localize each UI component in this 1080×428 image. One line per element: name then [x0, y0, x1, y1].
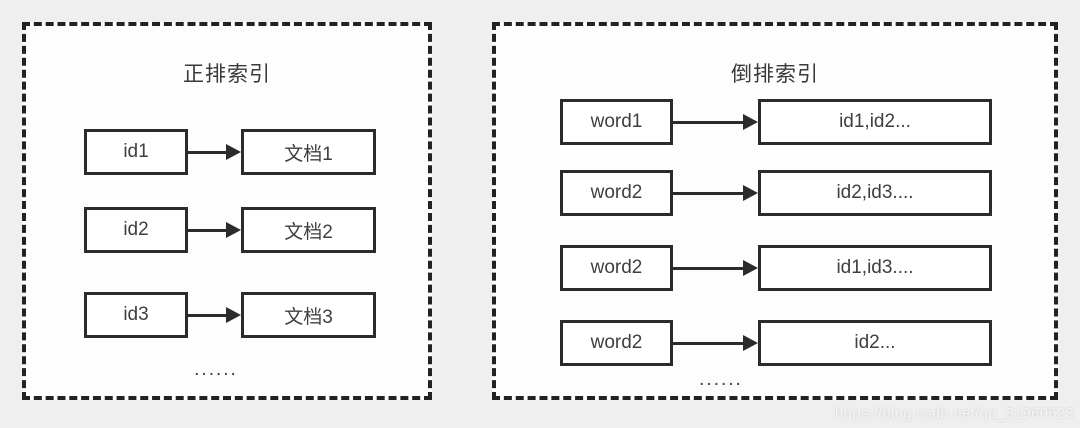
arrow-head	[743, 185, 758, 201]
forward-index-panel: 正排索引 id1 文档1 id2 文档2 id3 文档3 ......	[22, 22, 432, 400]
id-list-node: id1,id2...	[758, 99, 992, 145]
arrow-right-icon	[188, 307, 241, 323]
doc-node: 文档3	[241, 292, 376, 338]
arrow-head	[226, 144, 241, 160]
word-node: word2	[560, 170, 673, 216]
more-rows-ellipsis: ......	[699, 369, 743, 390]
arrow-head	[743, 114, 758, 130]
id-list-node: id1,id3....	[758, 245, 992, 291]
word-node: word1	[560, 99, 673, 145]
arrow-shaft	[673, 191, 743, 195]
id-list-node: id2...	[758, 320, 992, 366]
arrow-head	[743, 335, 758, 351]
arrow-shaft	[673, 266, 743, 270]
arrow-head	[743, 260, 758, 276]
mapping-row: word1 id1,id2...	[560, 99, 992, 145]
watermark-url: https://blog.csdn.net/qq_31960623	[834, 406, 1074, 422]
id-list-node: id2,id3....	[758, 170, 992, 216]
inverted-index-title: 倒排索引	[731, 63, 819, 86]
arrow-shaft	[188, 150, 226, 154]
mapping-row: word2 id2...	[560, 320, 992, 366]
id-node: id1	[84, 129, 188, 175]
doc-node: 文档2	[241, 207, 376, 253]
arrow-right-icon	[673, 260, 758, 276]
forward-index-title: 正排索引	[183, 63, 271, 86]
word-node: word2	[560, 320, 673, 366]
arrow-shaft	[188, 228, 226, 232]
arrow-shaft	[673, 120, 743, 124]
mapping-row: id1 文档1	[84, 129, 376, 175]
id-node: id3	[84, 292, 188, 338]
arrow-right-icon	[673, 335, 758, 351]
mapping-row: id3 文档3	[84, 292, 376, 338]
arrow-head	[226, 222, 241, 238]
word-node: word2	[560, 245, 673, 291]
arrow-shaft	[673, 341, 743, 345]
arrow-right-icon	[673, 114, 758, 130]
arrow-right-icon	[673, 185, 758, 201]
arrow-right-icon	[188, 222, 241, 238]
more-rows-ellipsis: ......	[194, 359, 238, 380]
doc-node: 文档1	[241, 129, 376, 175]
mapping-row: word2 id1,id3....	[560, 245, 992, 291]
id-node: id2	[84, 207, 188, 253]
arrow-shaft	[188, 313, 226, 317]
mapping-row: word2 id2,id3....	[560, 170, 992, 216]
inverted-index-panel: 倒排索引 word1 id1,id2... word2 id2,id3.... …	[492, 22, 1058, 400]
mapping-row: id2 文档2	[84, 207, 376, 253]
arrow-right-icon	[188, 144, 241, 160]
arrow-head	[226, 307, 241, 323]
